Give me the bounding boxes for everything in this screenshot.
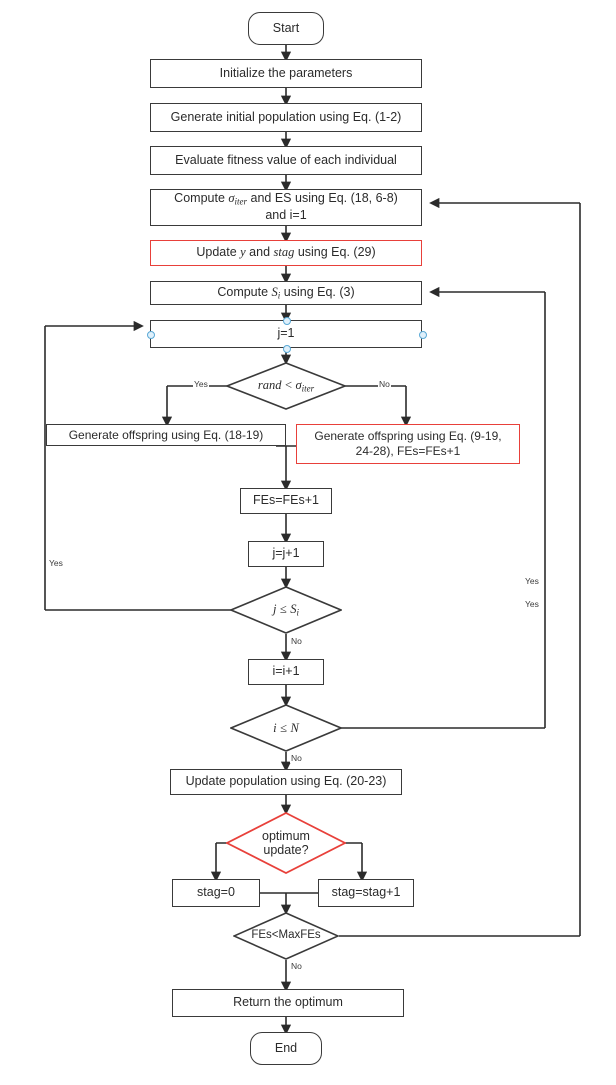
generate-offspring-left-label: Generate offspring using Eq. (18-19) — [68, 427, 264, 442]
return-optimum-box[interactable]: Return the optimum — [172, 989, 404, 1017]
update-y-stag-box[interactable]: Update y and stag using Eq. (29) — [150, 240, 422, 266]
generate-initial-population-box[interactable]: Generate initial population using Eq. (1… — [150, 103, 422, 132]
optimum-update-decision[interactable]: optimum update? — [226, 812, 346, 874]
fes-max-label: FEs<MaxFEs — [251, 929, 321, 942]
j-init-label: j=1 — [277, 326, 295, 341]
evaluate-fitness-box[interactable]: Evaluate fitness value of each individua… — [150, 146, 422, 175]
initialize-parameters-label: Initialize the parameters — [219, 65, 353, 80]
end-terminator[interactable]: End — [250, 1032, 322, 1065]
compute-sigma-es-line1: Compute σiter and ES using Eq. (18, 6-8) — [174, 191, 398, 207]
update-population-box[interactable]: Update population using Eq. (20-23) — [170, 769, 402, 795]
generate-initial-population-label: Generate initial population using Eq. (1… — [170, 109, 402, 124]
edge-label-i-le-n-yes: Yes — [524, 576, 540, 586]
update-y-stag-label: Update y and stag using Eq. (29) — [196, 245, 376, 260]
start-label: Start — [272, 20, 300, 35]
initialize-parameters-box[interactable]: Initialize the parameters — [150, 59, 422, 88]
edge-label-fes-max-no: No — [290, 961, 303, 971]
edge-label-j-le-si-no: No — [290, 636, 303, 646]
i-le-n-decision[interactable]: i ≤ N — [230, 704, 342, 752]
stag-zero-box[interactable]: stag=0 — [172, 879, 260, 907]
compute-si-box[interactable]: Compute Si using Eq. (3) — [150, 281, 422, 305]
edge-label-j-loop-yes: Yes — [48, 558, 64, 568]
stag-increment-label: stag=stag+1 — [331, 885, 401, 900]
i-increment-box[interactable]: i=i+1 — [248, 659, 324, 685]
handle-right-j-init[interactable] — [419, 331, 427, 339]
j-increment-label: j=j+1 — [272, 546, 300, 561]
i-le-n-label: i ≤ N — [273, 720, 299, 735]
edge-label-fes-max-yes: Yes — [524, 599, 540, 609]
rand-compare-decision[interactable]: rand < σiter — [226, 362, 346, 410]
start-terminator[interactable]: Start — [248, 12, 324, 45]
optimum-update-line1: optimum — [262, 828, 310, 843]
generate-offspring-right-line1: Generate offspring using Eq. (9-19, — [314, 429, 502, 443]
generate-offspring-left-box[interactable]: Generate offspring using Eq. (18-19) — [46, 424, 286, 446]
generate-offspring-right-box[interactable]: Generate offspring using Eq. (9-19, 24-2… — [296, 424, 520, 464]
handle-bottom-j-init[interactable] — [283, 345, 291, 353]
evaluate-fitness-label: Evaluate fitness value of each individua… — [175, 152, 397, 167]
stag-zero-label: stag=0 — [197, 885, 235, 900]
end-label: End — [274, 1040, 298, 1055]
update-population-label: Update population using Eq. (20-23) — [185, 774, 387, 789]
compute-si-label: Compute Si using Eq. (3) — [217, 284, 355, 301]
i-increment-label: i=i+1 — [272, 664, 300, 679]
handle-left-j-init[interactable] — [147, 331, 155, 339]
optimum-update-line2: update? — [263, 843, 309, 857]
edge-label-i-le-n-no: No — [290, 753, 303, 763]
fes-increment-box[interactable]: FEs=FEs+1 — [240, 488, 332, 514]
rand-compare-label: rand < σiter — [257, 378, 315, 394]
edge-label-rand-yes: Yes — [193, 379, 209, 389]
stag-increment-box[interactable]: stag=stag+1 — [318, 879, 414, 907]
edge-label-rand-no: No — [378, 379, 391, 389]
return-optimum-label: Return the optimum — [233, 995, 343, 1010]
compute-sigma-es-line2: and i=1 — [265, 208, 307, 223]
fes-max-decision[interactable]: FEs<MaxFEs — [233, 912, 339, 960]
j-increment-box[interactable]: j=j+1 — [248, 541, 324, 567]
j-le-si-decision[interactable]: j ≤ Si — [230, 586, 342, 634]
optimum-update-label: optimum update? — [262, 829, 310, 858]
fes-increment-label: FEs=FEs+1 — [253, 493, 319, 508]
j-le-si-label: j ≤ Si — [272, 602, 300, 618]
handle-top-j-init[interactable] — [283, 317, 291, 325]
generate-offspring-right-line2: 24-28), FEs=FEs+1 — [355, 444, 461, 458]
compute-sigma-es-box[interactable]: Compute σiter and ES using Eq. (18, 6-8)… — [150, 189, 422, 226]
